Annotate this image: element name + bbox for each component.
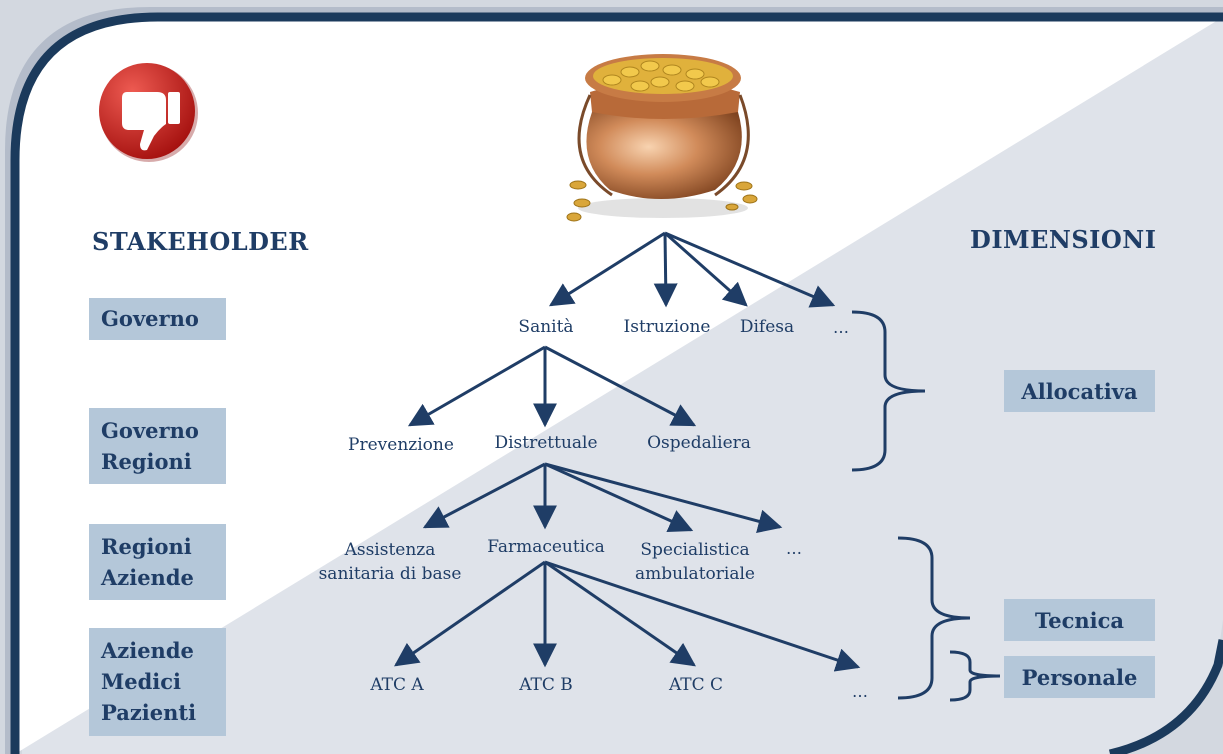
node-level1-more: … [833, 318, 849, 337]
stakeholder-label: Pazienti [101, 700, 197, 725]
node-prevenzione: Prevenzione [348, 435, 454, 455]
dimension-box-personale: Personale [1004, 656, 1155, 698]
stakeholder-label: Governo [101, 418, 199, 443]
node-level3-more: … [786, 539, 802, 558]
node-distrettuale: Distrettuale [494, 433, 598, 453]
stakeholder-box-governo-regioni: Governo Regioni [89, 408, 226, 484]
dimension-box-allocativa: Allocativa [1004, 370, 1155, 412]
stakeholder-label: Aziende [101, 638, 194, 663]
stakeholder-label: Governo [101, 306, 199, 331]
arrows-level-1 [548, 231, 836, 308]
node-ospedaliera: Ospedaliera [647, 433, 751, 453]
node-sanita: Sanità [518, 317, 574, 337]
stakeholder-heading: STAKEHOLDER [92, 227, 309, 256]
brace-personale [949, 650, 1001, 702]
node-atc-b: ATC B [519, 675, 573, 695]
pot-of-gold-icon [566, 54, 758, 222]
node-difesa: Difesa [739, 317, 795, 337]
arrows-level-2 [407, 345, 697, 428]
brace-tecnica [897, 536, 971, 700]
stakeholder-box-aziende-medici-pazienti: Aziende Medici Pazienti [89, 628, 226, 736]
node-level4-more: … [852, 682, 868, 701]
node-atc-a: ATC A [370, 675, 424, 695]
stakeholder-label: Aziende [101, 565, 194, 590]
thumbs-down-icon [99, 63, 198, 162]
node-istruzione: Istruzione [623, 317, 711, 337]
node-specialistica-ambulatoriale: Specialistica ambulatoriale [635, 540, 755, 584]
stakeholder-box-governo: Governo [89, 298, 226, 340]
arrows-level-3 [422, 462, 783, 533]
dimensioni-heading: DIMENSIONI [970, 225, 1157, 254]
node-assistenza-sanitaria-di-base: Assistenza sanitaria di base [318, 540, 462, 584]
brace-allocativa [851, 310, 926, 472]
node-farmaceutica: Farmaceutica [487, 537, 605, 557]
stakeholder-label: Medici [101, 669, 182, 694]
arrows-level-4 [394, 560, 861, 672]
node-atc-c: ATC C [668, 675, 724, 695]
dimension-box-tecnica: Tecnica [1004, 599, 1155, 641]
stakeholder-label: Regioni [101, 534, 192, 559]
stakeholder-label: Regioni [101, 449, 192, 474]
stakeholder-box-regioni-aziende: Regioni Aziende [89, 524, 226, 600]
